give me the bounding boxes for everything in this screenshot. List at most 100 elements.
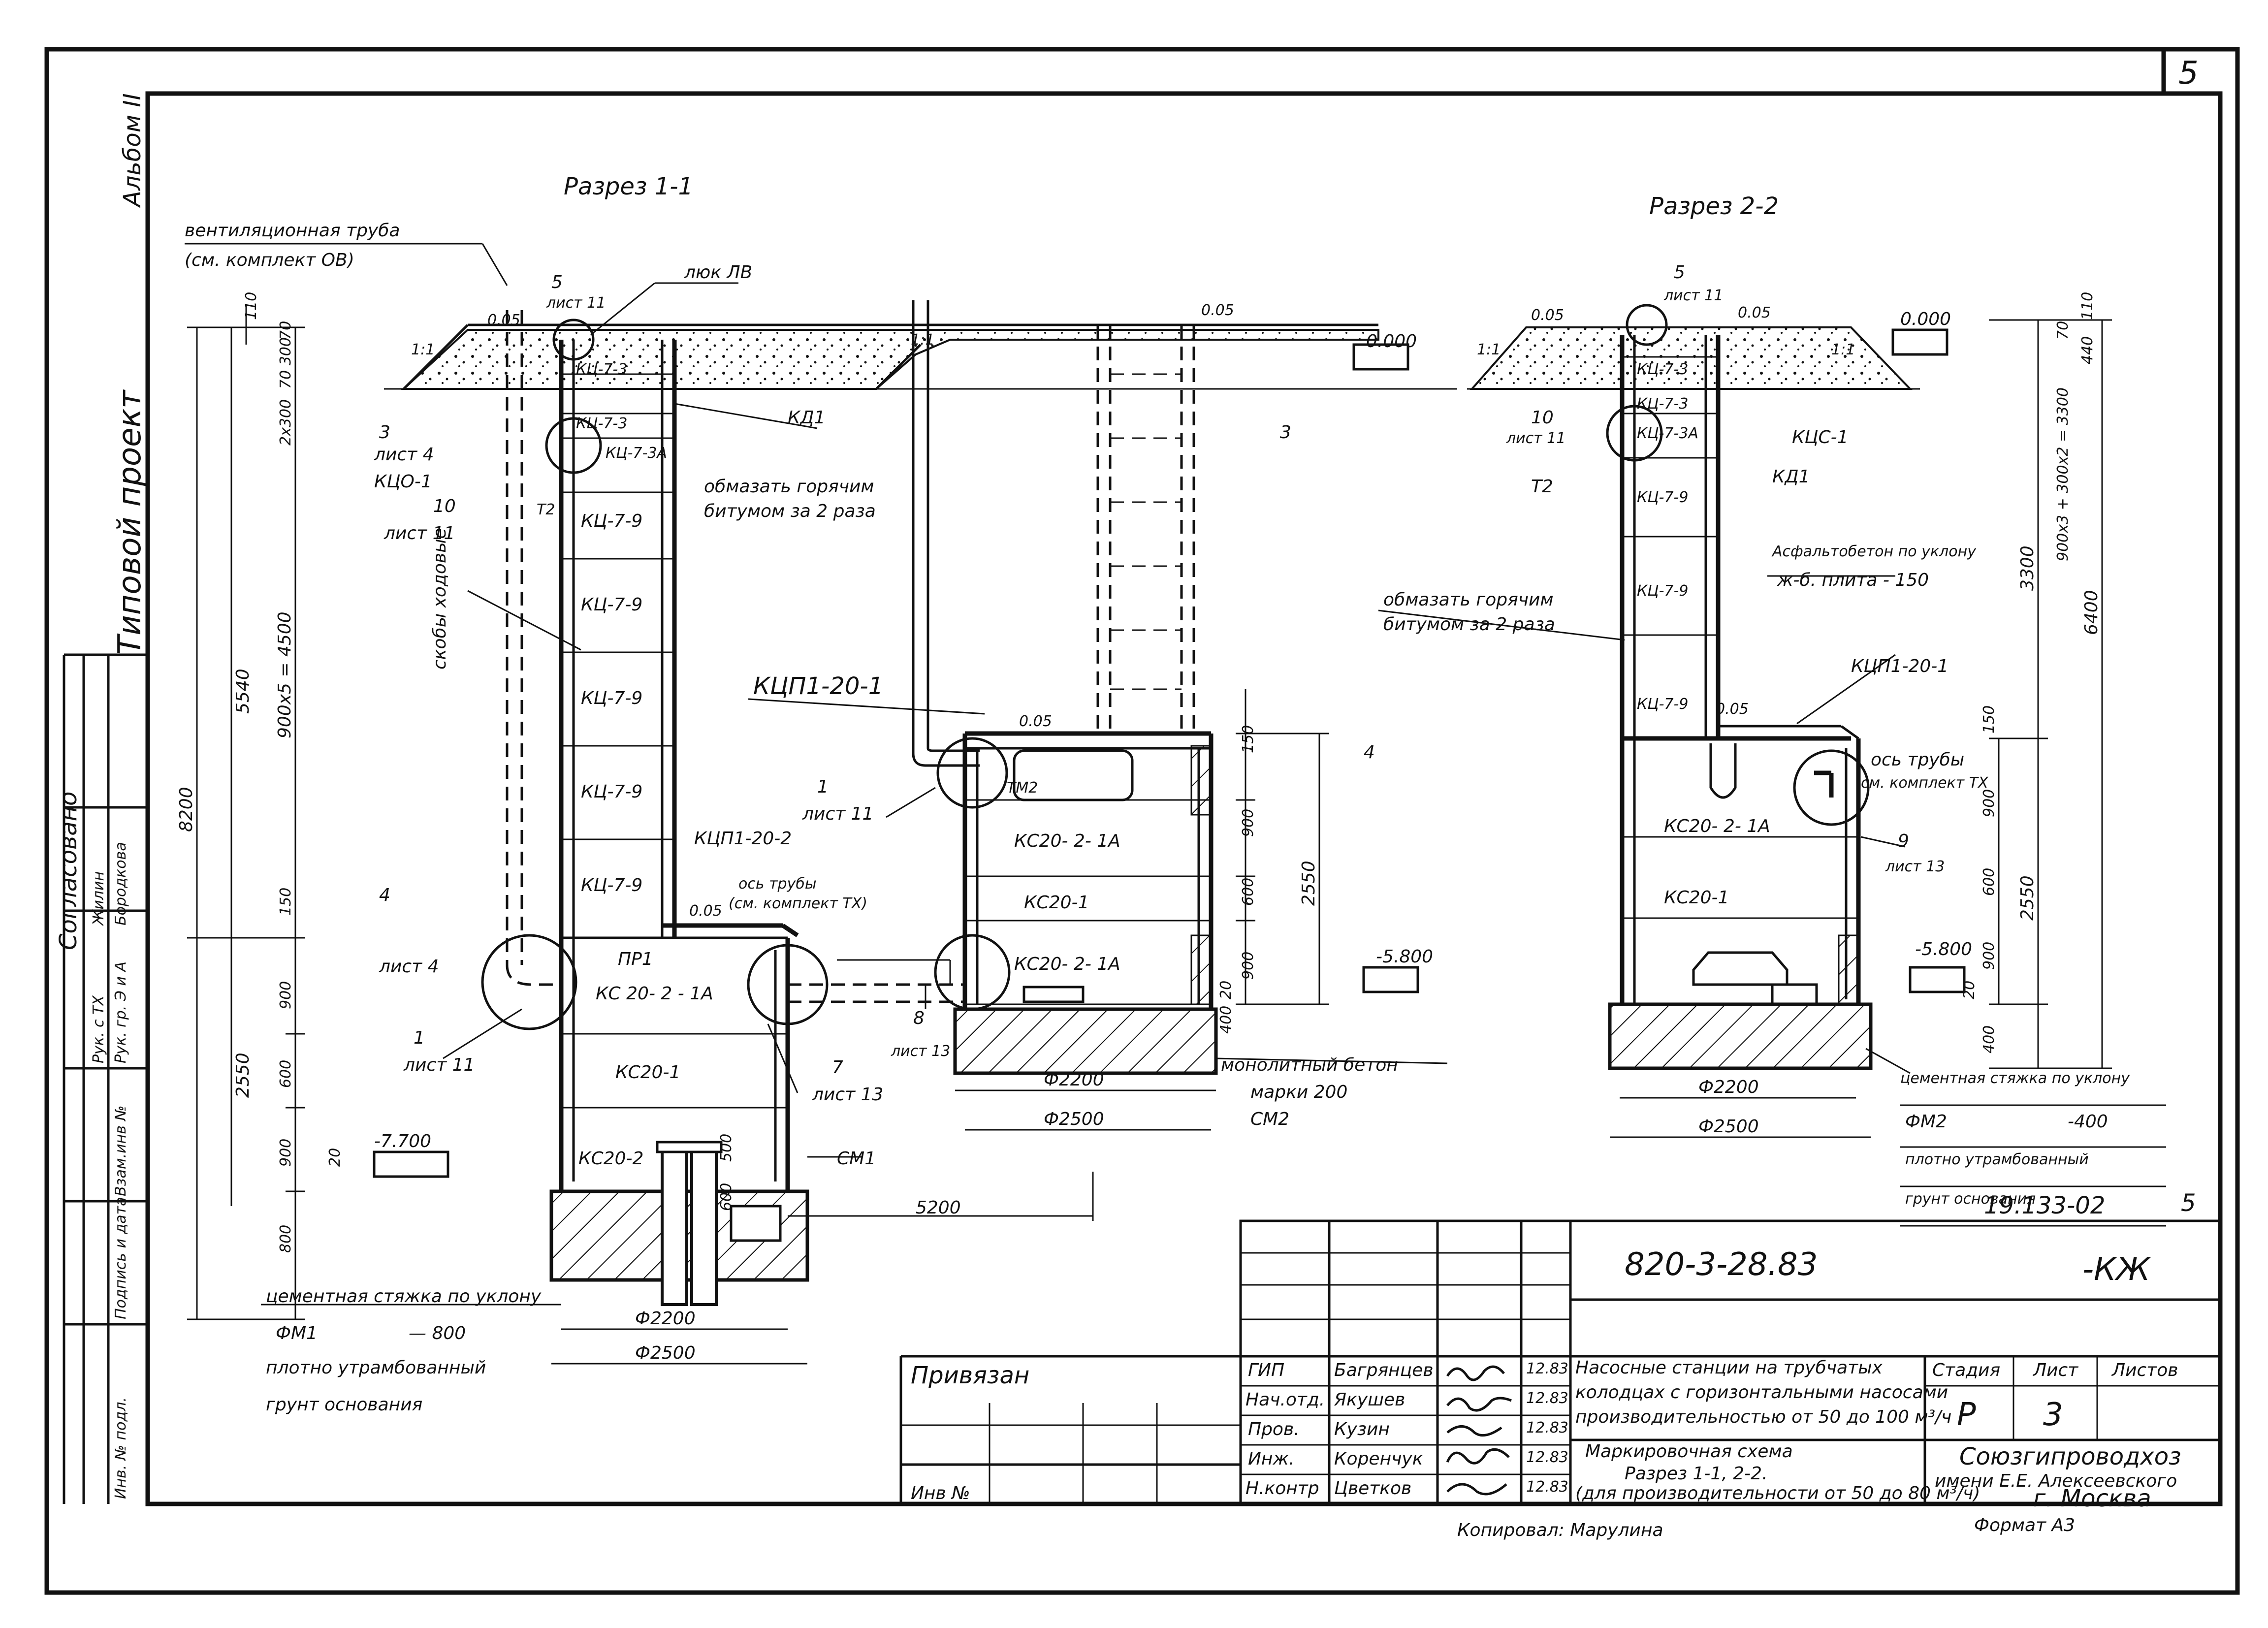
dim-150-s1: 150 (277, 888, 294, 916)
label-ratio-mid: 1:1 (911, 331, 934, 349)
label-concrete-grade: марки 200 (1250, 1082, 1347, 1102)
label-cm1: СМ1 (837, 1149, 876, 1169)
approved-label: Согласовано (55, 792, 82, 950)
sheet-title-2: Разрез 1-1, 2-2. (1625, 1464, 1767, 1484)
label-ratio-s2-b: 1:1 (1831, 341, 1855, 358)
approver-2-name: Бородкова (112, 842, 129, 926)
label-sheet11-10: лист 11 (383, 523, 455, 543)
label-screed-s1: цементная стяжка по уклону (266, 1286, 542, 1307)
dim-150-s2: 150 (1981, 705, 1998, 734)
dim-2550-s1: 2550 (233, 1053, 253, 1098)
date-1: 12.83 (1526, 1360, 1568, 1377)
label-pr1: ПР1 (618, 949, 653, 969)
date-3: 12.83 (1526, 1419, 1568, 1436)
approver-1-name: Жилин (90, 871, 107, 926)
label-kc20-1-s2: КС20-1 (1664, 888, 1729, 908)
label-pipe-axis-s1: ось трубы (738, 875, 817, 893)
sheet-frame (44, 47, 2240, 1595)
label-kc79-s2-c: КЦ-7-9 (1637, 696, 1688, 713)
elevation-flags (373, 328, 1966, 1178)
dim-900-s2a: 900 (1981, 789, 1998, 817)
dim-900-s1b: 900 (277, 1139, 294, 1167)
label-diam-2500-s2: Ф2500 (1698, 1117, 1759, 1137)
stage-header: Стадия (1932, 1360, 2000, 1380)
label-kd1-s1: КД1 (788, 408, 826, 428)
name-gip: Багрянцев (1334, 1360, 1434, 1380)
label-kc73-s2-a: КЦ-7-3 (1637, 361, 1688, 378)
label-pipe-axis-s2: ось трубы (1871, 750, 1964, 770)
label-kc79-s2-a: КЦ-7-9 (1637, 489, 1688, 506)
label-compacted-s1: плотно утрамбованный (266, 1358, 486, 1378)
dim-600-pipe: 600 (718, 1183, 735, 1211)
role-gip: ГИП (1248, 1360, 1284, 1380)
project-title-1: Насосные станции на трубчатых (1575, 1358, 1883, 1378)
name-dept: Якушев (1334, 1390, 1405, 1410)
label-diam-2200-s2: Ф2200 (1698, 1077, 1759, 1097)
detail-circles-s1 (481, 319, 1011, 1030)
dim-440: 440 (2079, 336, 2096, 364)
label-1-mid: 1 (817, 777, 829, 797)
label-ring-kc73-a: КЦ-7-3 (576, 361, 627, 378)
org-line-1: Союзгипроводхоз (1959, 1443, 2181, 1470)
label-ring-kc79-3: КЦ-7-9 (581, 688, 642, 708)
dim-2550-s2: 2550 (2017, 875, 2038, 921)
slope-ratio-s1: 1:1 (411, 341, 435, 358)
label-slope-s2-b: 0.05 (1738, 304, 1771, 321)
label-diam-2500-mid: Ф2500 (1044, 1109, 1104, 1129)
dim-900-s2b: 900 (1981, 942, 1998, 970)
label-slope-s2-a: 0.05 (1531, 307, 1564, 324)
label-slope-mid-top: 0.05 (1201, 302, 1234, 319)
dim-900x3: 900x3 + 300x2 = 3300 (2054, 387, 2072, 561)
doc-mark: -КЖ (2082, 1251, 2152, 1288)
project-type-label: Типовой проект (112, 389, 148, 655)
title-block-grid (899, 1219, 2222, 1505)
label-cm2: СМ2 (1250, 1109, 1289, 1129)
inv-no-label: Инв № (911, 1483, 970, 1503)
signatures (1446, 1365, 1512, 1496)
label-rc-slab: ж-б. плита - 150 (1777, 570, 1929, 590)
label-ring-kc73a: КЦ-7-3А (606, 445, 667, 462)
label-ring-kc20-2-1a-s1: КС 20- 2 - 1А (596, 984, 713, 1004)
label-sheet13-8: лист 13 (891, 1043, 950, 1060)
name-engineer: Коренчук (1334, 1449, 1423, 1469)
stamp-inv-original: Инв. № подл. (112, 1397, 129, 1499)
dim-20-s1: 20 (326, 1148, 344, 1167)
label-elev-0000-s2: 0.000 (1900, 309, 1951, 329)
album-label: Альбом II (119, 93, 146, 208)
label-screed-s2: цементная стяжка по уклону (1900, 1070, 2130, 1087)
date-4: 12.83 (1526, 1449, 1568, 1466)
label-elev-7700: -7.700 (374, 1131, 431, 1151)
label-ring-kc79-1: КЦ-7-9 (581, 511, 642, 531)
dim-70-s2: 70 (2054, 321, 2072, 340)
dim-70x300: 70 300 (277, 337, 294, 389)
label-slope-s1: 0.05 (689, 902, 722, 920)
label-slope-s2-c: 0.05 (1716, 701, 1749, 718)
label-kc20-2-1a-mid-b: КС20- 2- 1А (1014, 954, 1120, 974)
label-sheet11-s2: лист 11 (1663, 287, 1723, 304)
stage-value: Р (1957, 1397, 1976, 1433)
label-kc20-1-mid: КС20-1 (1024, 893, 1089, 913)
label-t2-s2: Т2 (1531, 477, 1553, 497)
valve-chamber (912, 300, 1214, 1009)
label-subgrade-s1: грунт основания (266, 1395, 422, 1415)
name-checked: Кузин (1334, 1419, 1390, 1439)
label-kyo1: КЦО-1 (374, 472, 432, 492)
label-t2: Т2 (537, 501, 555, 518)
label-kc20-2-1a-s2: КС20- 2- 1А (1664, 816, 1770, 836)
project-title-2: колодцах с горизонтальными насосами (1575, 1382, 1948, 1403)
label-3-mid: 3 (1280, 422, 1291, 443)
label-1-s1: 1 (414, 1028, 425, 1048)
label-fm2-val: -400 (2068, 1112, 2108, 1132)
label-fm2: ФМ2 (1905, 1112, 1947, 1132)
dim-600-s1: 600 (277, 1060, 294, 1088)
label-slope-mid-b: 0.05 (1019, 713, 1052, 730)
label-vent-pipe-ref: (см. комплект ОВ) (185, 250, 354, 270)
stamp-inv-replace: Взам.инв № (112, 1105, 129, 1196)
copied-by: Копировал: Марулина (1457, 1520, 1663, 1540)
label-fm1-val: — 800 (409, 1323, 466, 1343)
dim-500-pipe: 500 (718, 1134, 735, 1162)
role-engineer: Инж. (1248, 1449, 1294, 1469)
dim-2550-mid: 2550 (1299, 861, 1319, 906)
project-title-3: производительностью от 50 до 100 м³/ч (1575, 1407, 1951, 1427)
dim-900-s1a: 900 (277, 981, 294, 1009)
